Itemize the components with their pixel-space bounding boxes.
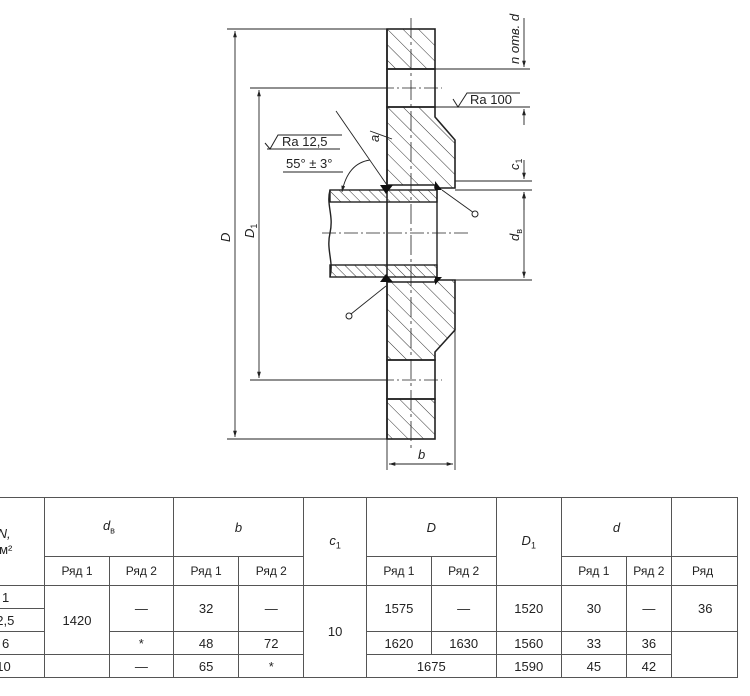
dv2-cell: — [108, 585, 174, 632]
flange-drawing: n отв. d Ra 100 Ra 12,5 55° ± 3° a c1 dв… [218, 13, 532, 470]
pn-cell: N 6 [0, 631, 46, 655]
D-row1-header: Ряд 1 [366, 556, 432, 586]
last-header [671, 497, 738, 557]
b-row2-header: Ряд 2 [238, 556, 305, 586]
c1-cell: 10 [303, 585, 368, 678]
weld-circles [345, 210, 479, 320]
weld-marks [380, 181, 442, 285]
dv2-cell: — [108, 654, 174, 678]
D-header: D [366, 497, 497, 557]
angle-label: 55° ± 3° [286, 156, 332, 171]
Dd1-cell: 1590 [495, 654, 562, 678]
b1-cell: 32 [172, 585, 240, 632]
last-row-header: Ряд [671, 556, 738, 586]
dv-cell: 1420 [44, 585, 110, 655]
center-lines [322, 18, 470, 450]
b2-cell: 72 [238, 631, 305, 655]
D1-cell: 1620 [366, 631, 432, 655]
b-row1-header: Ряд 1 [172, 556, 240, 586]
b-label: b [418, 447, 425, 462]
last-cell [671, 631, 738, 678]
dv-label: dв [507, 229, 524, 241]
c1-label: c1 [507, 158, 524, 170]
last-cell: 36 [671, 585, 738, 632]
dimensions-table: PN,/см² dв b c1 D D1 d Ряд 1 Ряд 2 Ряд 1… [0, 497, 738, 678]
b2-cell: — [238, 585, 305, 632]
flange-section [386, 28, 456, 440]
n-holes-label: n отв. d [507, 13, 522, 64]
pn-cell: N 1 [0, 585, 46, 609]
Dd1-cell: 1520 [495, 585, 562, 632]
b1-cell: 65 [172, 654, 240, 678]
d-row2-header: Ряд 2 [625, 556, 673, 586]
D1-label: D1 [242, 224, 259, 238]
ra100-label: Ra 100 [470, 92, 512, 107]
b-header: b [172, 497, 305, 557]
D-cell: 1675 [366, 654, 497, 678]
ra12-label: Ra 12,5 [282, 134, 328, 149]
D1-header: D1 [495, 497, 562, 586]
d-header: d [560, 497, 673, 557]
dv2-cell: * [108, 631, 174, 655]
D-label: D [218, 233, 233, 242]
c1-header: c1 [303, 497, 368, 586]
D2-cell: 1630 [430, 631, 497, 655]
d-row1-header: Ряд 1 [560, 556, 627, 586]
pn-cell: / 2,5 [0, 608, 46, 632]
dv-cell [44, 654, 110, 678]
dimension-lines [227, 18, 532, 470]
Dd1-cell: 1560 [495, 631, 562, 655]
pipe [328, 189, 438, 278]
D1-cell: 1575 [366, 585, 432, 632]
d1-cell: 33 [560, 631, 627, 655]
a-label: a [367, 135, 382, 142]
roughness-symbols [264, 92, 520, 150]
dv-header: dв [44, 497, 174, 557]
d2-cell: 42 [625, 654, 673, 678]
D2-cell: — [430, 585, 497, 632]
d1-cell: 30 [560, 585, 627, 632]
D-row2-header: Ряд 2 [430, 556, 497, 586]
pn-header: PN,/см² [0, 497, 46, 586]
b2-cell: * [238, 654, 305, 678]
dv-row1-header: Ряд 1 [44, 556, 110, 586]
pn-cell: / 10 [0, 654, 46, 678]
d1-cell: 45 [560, 654, 627, 678]
dv-row2-header: Ряд 2 [108, 556, 174, 586]
b1-cell: 48 [172, 631, 240, 655]
d2-cell: — [625, 585, 673, 632]
d2-cell: 36 [625, 631, 673, 655]
